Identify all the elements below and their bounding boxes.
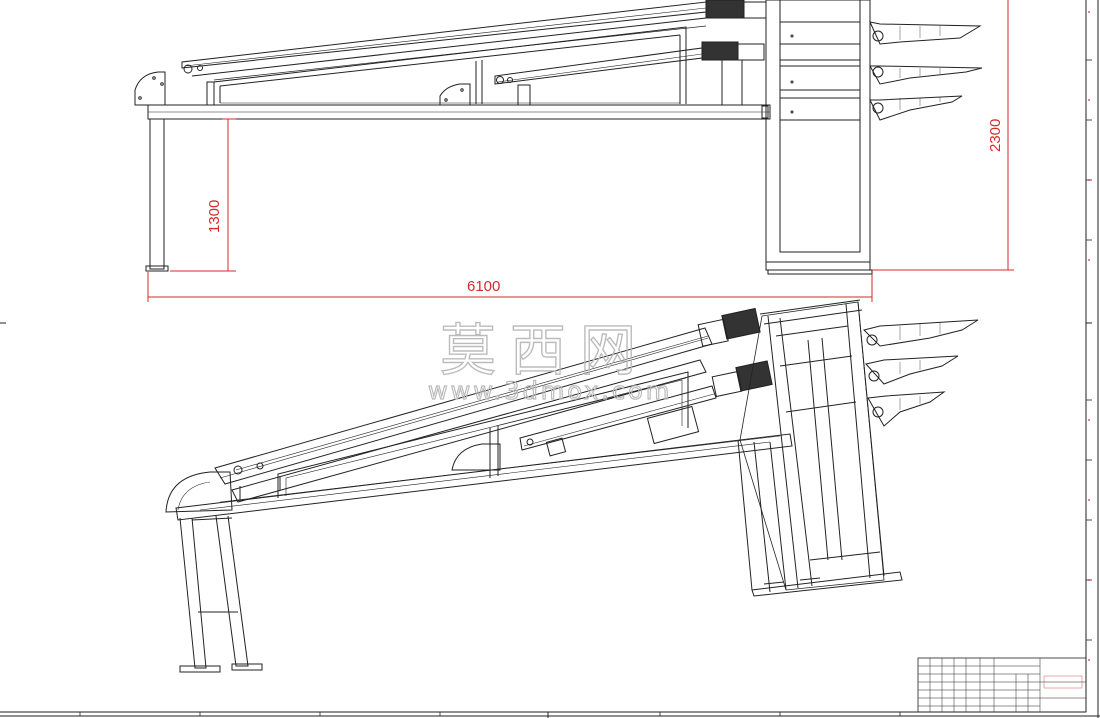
iso-left-legs (179, 515, 263, 673)
side-elevation-view (134, 0, 983, 275)
iso-outlet-trays (863, 319, 979, 427)
iso-upper-motor (721, 307, 761, 340)
iso-upper-conveyor (214, 307, 761, 503)
outlet-trays (869, 21, 983, 121)
iso-middle-head-cover (451, 443, 501, 471)
upper-support-frame (213, 26, 687, 104)
isometric-view (165, 299, 979, 673)
iso-vertical-tower (737, 299, 903, 597)
middle-head-cover (439, 83, 471, 106)
vertical-tower (761, 0, 873, 275)
border-ticks (79, 59, 1092, 716)
lower-belt-conveyor (494, 41, 765, 106)
iso-left-head-cover (165, 471, 233, 513)
iso-lower-motor (735, 360, 773, 392)
iso-base-beam (175, 433, 793, 521)
dim-total-height: 2300 (987, 119, 1004, 152)
watermark-main-text: 莫西网 (440, 319, 650, 384)
iso-lower-conveyor (519, 360, 773, 457)
dimension-lines (147, 0, 1014, 302)
dim-total-length: 6100 (467, 278, 500, 295)
lower-drive-motor (701, 41, 739, 61)
border-marks (1088, 11, 1090, 661)
left-head-cover (134, 71, 166, 106)
watermark-sub-text: www.3dmox.com (428, 377, 672, 405)
dim-stand-height: 1300 (206, 200, 223, 233)
title-block (917, 657, 1087, 713)
left-leg (149, 118, 165, 270)
upper-belt-conveyor (181, 0, 767, 81)
left-post (206, 81, 215, 106)
upper-drive-motor (705, 0, 745, 19)
watermark: 莫西网 www.3dmox.com (427, 318, 672, 405)
